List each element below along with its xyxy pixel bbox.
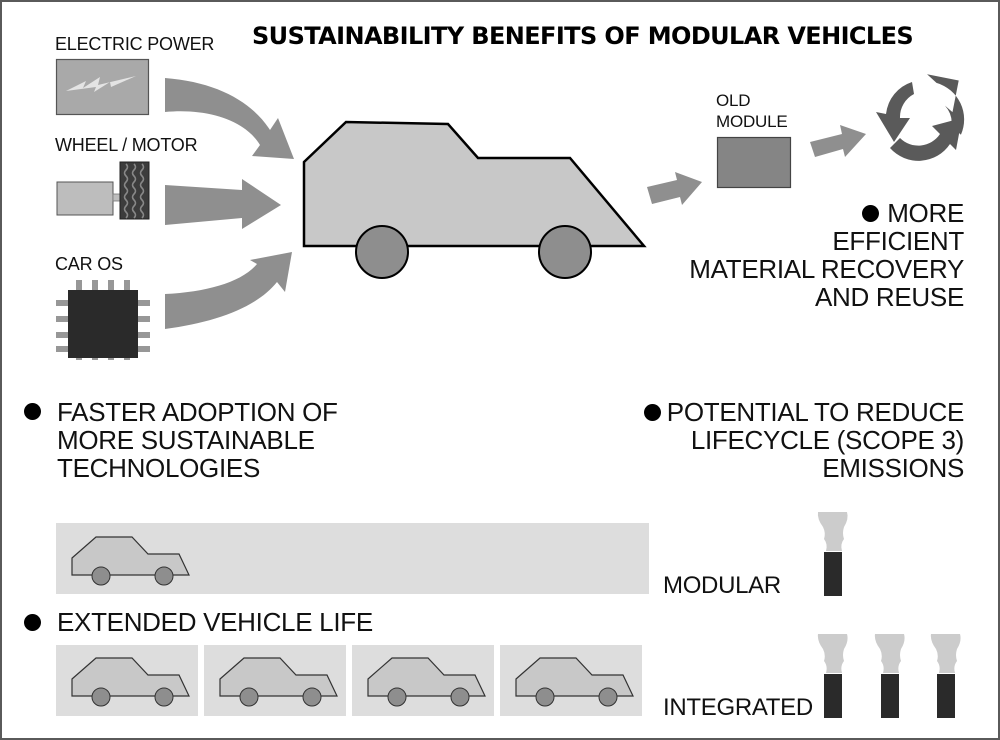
modular-vehicle-icon [71, 536, 190, 586]
benefit-material-recovery: MORE EFFICIENT MATERIAL RECOVERY AND REU… [689, 198, 964, 312]
lightning-bolt-icon [55, 58, 150, 116]
bullet-icon [643, 404, 661, 421]
arrow-car-to-module [647, 172, 702, 205]
benefit-faster-adoption: FASTER ADOPTION OF MORE SUSTAINABLE TECH… [57, 397, 338, 483]
page-title: SUSTAINABILITY BENEFITS OF MODULAR VEHIC… [252, 22, 914, 50]
wheel-motor-label: WHEEL / MOTOR [55, 135, 198, 155]
benefit-extended-vehicle-life: EXTENDED VEHICLE LIFE [57, 607, 373, 637]
modular-emission-stack-icon [817, 512, 848, 596]
integrated-emission-stack-icon [817, 634, 848, 718]
integrated-label: INTEGRATED [663, 694, 813, 721]
bullet-icon [862, 205, 880, 222]
wheel-motor-icon [56, 161, 150, 220]
benefit-emissions: POTENTIAL TO REDUCE LIFECYCLE (SCOPE 3) … [604, 398, 964, 482]
modular-label: MODULAR [663, 572, 781, 599]
bullet-icon [24, 614, 41, 631]
modular-car-illustration [302, 120, 647, 279]
arrow-electric-to-car [165, 78, 294, 159]
front-wheel [355, 225, 409, 279]
car-os-label: CAR OS [55, 254, 123, 274]
old-module-label: OLD MODULE [716, 91, 788, 131]
integrated-vehicle-icon [219, 657, 338, 707]
recycle-icon [876, 74, 965, 161]
integrated-vehicle-icon [71, 657, 190, 707]
arrow-chip-to-car [165, 252, 292, 329]
bullet-icon [24, 403, 41, 420]
integrated-emission-stack-icon [930, 634, 961, 718]
arrow-module-to-recycle [810, 125, 866, 157]
microchip-icon [56, 280, 150, 360]
integrated-emission-stack-icon [874, 634, 905, 718]
integrated-vehicle-icon [367, 657, 486, 707]
electric-power-label: ELECTRIC POWER [55, 34, 215, 54]
arrow-wheel-to-car [165, 179, 281, 229]
integrated-vehicle-icon [515, 657, 634, 707]
old-module-box [716, 136, 792, 189]
rear-wheel [538, 225, 592, 279]
